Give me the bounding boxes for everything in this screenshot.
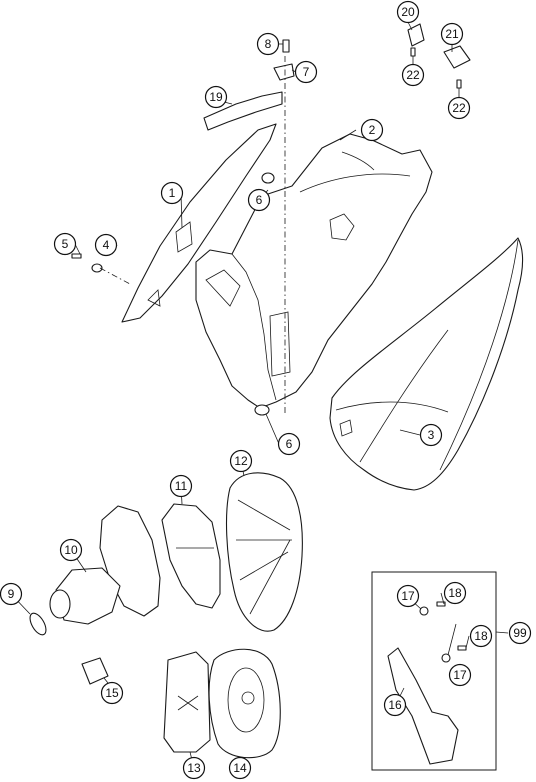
callout-12: 12 (229, 449, 253, 473)
callout-10: 10 (59, 538, 83, 562)
callout-15: 15 (100, 681, 124, 705)
callout-20-label: 20 (401, 5, 415, 19)
callout-12-label: 12 (234, 454, 248, 468)
callout-5: 5 (53, 232, 77, 256)
callout-6-top: 6 (247, 188, 271, 212)
callout-10-label: 10 (64, 543, 78, 557)
callout-19: 19 (204, 85, 228, 109)
callout-4: 4 (94, 233, 118, 257)
callout-17-bottom-label: 17 (453, 668, 467, 682)
callout-22-left-label: 22 (406, 68, 420, 82)
filter-part (163, 651, 211, 753)
callout-19-label: 19 (209, 90, 223, 104)
callout-22-right: 22 (447, 96, 471, 120)
callout-3: 3 (419, 423, 443, 447)
callout-11-label: 11 (175, 479, 188, 493)
filter-support-part (208, 648, 281, 759)
callout-21-label: 21 (445, 27, 459, 41)
callout-11: 11 (169, 474, 193, 498)
callout-6-top-label: 6 (256, 193, 263, 207)
callout-18-bottom-label: 18 (474, 629, 488, 643)
callout-17-bottom: 17 (448, 663, 472, 687)
callout-99-label: 99 (513, 626, 527, 640)
callout-6-bottom: 6 (277, 432, 301, 456)
sleeve-part (81, 657, 109, 685)
bracket-part (273, 39, 295, 81)
callout-14: 14 (228, 756, 252, 780)
callout-2: 2 (360, 118, 384, 142)
filter-cage-part (225, 472, 303, 632)
callout-18-top-label: 18 (448, 586, 462, 600)
callout-4-label: 4 (103, 238, 110, 252)
callout-14-label: 14 (233, 761, 247, 775)
callout-22-right-label: 22 (452, 101, 466, 115)
callout-9: 9 (0, 582, 23, 606)
callout-21: 21 (440, 22, 464, 46)
callout-15-label: 15 (105, 686, 119, 700)
callout-9-label: 9 (8, 587, 15, 601)
callout-1: 1 (160, 181, 184, 205)
clamp-part (29, 612, 47, 636)
grommet-parts (71, 172, 275, 416)
callout-18-top: 18 (443, 581, 467, 605)
callout-16-label: 16 (388, 698, 402, 712)
callout-7-label: 7 (303, 65, 310, 79)
callout-6-bottom-label: 6 (286, 437, 293, 451)
callout-18-bottom: 18 (469, 624, 493, 648)
callout-22-left: 22 (401, 63, 425, 87)
filter-holder-part (161, 503, 221, 609)
callout-7: 7 (294, 60, 318, 84)
intake-boot-part (49, 505, 161, 625)
callout-3-label: 3 (428, 428, 435, 442)
callout-13-label: 13 (187, 761, 201, 775)
left-cover-part (121, 123, 277, 323)
callout-17-top-label: 17 (401, 589, 415, 603)
strap-part (203, 91, 283, 131)
airbox-part (195, 133, 433, 409)
callout-13: 13 (182, 756, 206, 780)
callout-2-label: 2 (369, 123, 376, 137)
callout-99: 99 (508, 621, 532, 645)
side-cover-part (329, 237, 524, 491)
callout-20: 20 (396, 0, 420, 24)
callout-5-label: 5 (62, 237, 69, 251)
callout-8: 8 (256, 32, 280, 56)
callout-1-label: 1 (169, 186, 176, 200)
callout-8-label: 8 (265, 37, 272, 51)
callout-17-top: 17 (396, 584, 420, 608)
callout-16: 16 (383, 693, 407, 717)
part-group-box (371, 571, 497, 771)
